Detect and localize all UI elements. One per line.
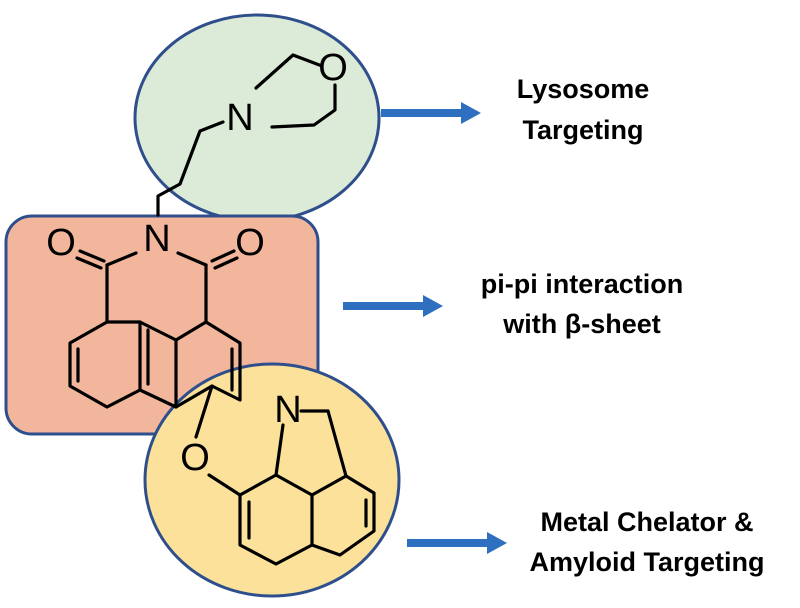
metal-label-line2: Amyloid Targeting: [529, 547, 764, 577]
lysosome-label-line2: Targeting: [523, 115, 644, 145]
arrow-metal: [407, 532, 507, 554]
quinoline-region: [143, 362, 401, 598]
propyl-linker-bond: [156, 120, 225, 217]
imide-bond: [105, 251, 138, 267]
arrow-pipi: [343, 295, 443, 317]
quinoline-bond: [310, 474, 376, 557]
quinoline-bond: [310, 474, 348, 497]
ether-oxygen: O: [180, 437, 210, 479]
quinoline-bond: [274, 423, 285, 477]
quinoline-nitrogen: N: [274, 389, 301, 431]
lysosome-label-line1: Lysosome: [517, 74, 650, 104]
carbonyl-double-bond: [75, 256, 103, 270]
carbonyl-oxygen-left: O: [46, 222, 76, 264]
metal-label-line1: Metal Chelator &: [540, 507, 753, 537]
carbonyl-oxygen-right: O: [235, 222, 265, 264]
morpholine-oxygen: O: [318, 47, 348, 89]
ether-bond: [194, 384, 214, 439]
carbonyl-double-bond: [213, 256, 239, 270]
morpholine-ring-bond: [254, 53, 324, 90]
pipi-label-line2: with β-sheet: [502, 309, 661, 339]
arrow-lysosome: [381, 102, 481, 124]
morpholine-ring-bond: [270, 83, 337, 129]
quinoline-bond: [326, 409, 348, 478]
imide-bond: [176, 251, 208, 267]
pipi-label-line1: pi-pi interaction: [481, 269, 684, 299]
imide-nitrogen: N: [143, 218, 170, 260]
morpholine-nitrogen: N: [226, 97, 253, 139]
carbonyl-double-bond: [78, 249, 106, 263]
bonds: [68, 53, 376, 566]
carbonyl-double-bond: [210, 249, 236, 263]
ether-bond: [207, 473, 242, 497]
